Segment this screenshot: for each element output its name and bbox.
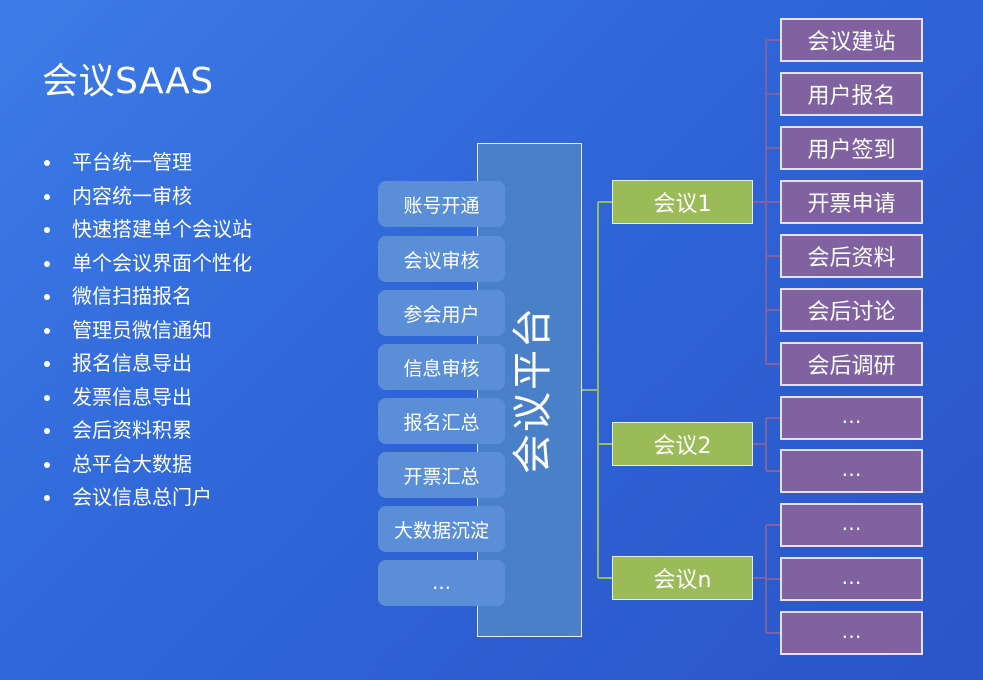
meetingn-feature-more: … bbox=[780, 557, 923, 601]
module-account-open: 账号开通 bbox=[378, 181, 505, 227]
bullet-item: 报名信息导出 bbox=[42, 347, 252, 381]
module-more: … bbox=[378, 560, 505, 606]
feature-registration: 用户报名 bbox=[780, 72, 923, 116]
meeting2-feature-more: … bbox=[780, 449, 923, 493]
module-invoice-summary: 开票汇总 bbox=[378, 452, 505, 498]
bullet-item: 总平台大数据 bbox=[42, 448, 252, 482]
meeting-n-box: 会议n bbox=[612, 556, 753, 600]
bullet-item: 发票信息导出 bbox=[42, 381, 252, 415]
feature-invoice-request: 开票申请 bbox=[780, 180, 923, 224]
feature-bullet-list: 平台统一管理 内容统一审核 快速搭建单个会议站 单个会议界面个性化 微信扫描报名… bbox=[42, 146, 252, 515]
meetingn-feature-more: … bbox=[780, 503, 923, 547]
module-meeting-review: 会议审核 bbox=[378, 236, 505, 282]
module-info-review: 信息审核 bbox=[378, 344, 505, 390]
bullet-item: 快速搭建单个会议站 bbox=[42, 213, 252, 247]
bullet-item: 会议信息总门户 bbox=[42, 481, 252, 515]
module-big-data: 大数据沉淀 bbox=[378, 506, 505, 552]
meeting2-feature-more: … bbox=[780, 396, 923, 440]
meeting-1-box: 会议1 bbox=[612, 180, 753, 224]
bullet-item: 平台统一管理 bbox=[42, 146, 252, 180]
bullet-item: 微信扫描报名 bbox=[42, 280, 252, 314]
meeting-2-box: 会议2 bbox=[612, 422, 753, 466]
module-registration-summary: 报名汇总 bbox=[378, 398, 505, 444]
meetingn-feature-more: … bbox=[780, 611, 923, 655]
feature-post-discussion: 会后讨论 bbox=[780, 288, 923, 332]
bullet-item: 管理员微信通知 bbox=[42, 314, 252, 348]
bullet-item: 内容统一审核 bbox=[42, 180, 252, 214]
feature-post-survey: 会后调研 bbox=[780, 342, 923, 386]
feature-post-materials: 会后资料 bbox=[780, 234, 923, 278]
bullet-item: 单个会议界面个性化 bbox=[42, 247, 252, 281]
feature-site-build: 会议建站 bbox=[780, 18, 923, 62]
page-title: 会议SAAS bbox=[42, 61, 214, 102]
platform-label: 会议平台 bbox=[510, 306, 556, 474]
feature-check-in: 用户签到 bbox=[780, 126, 923, 170]
bullet-item: 会后资料积累 bbox=[42, 414, 252, 448]
module-attendees: 参会用户 bbox=[378, 290, 505, 336]
